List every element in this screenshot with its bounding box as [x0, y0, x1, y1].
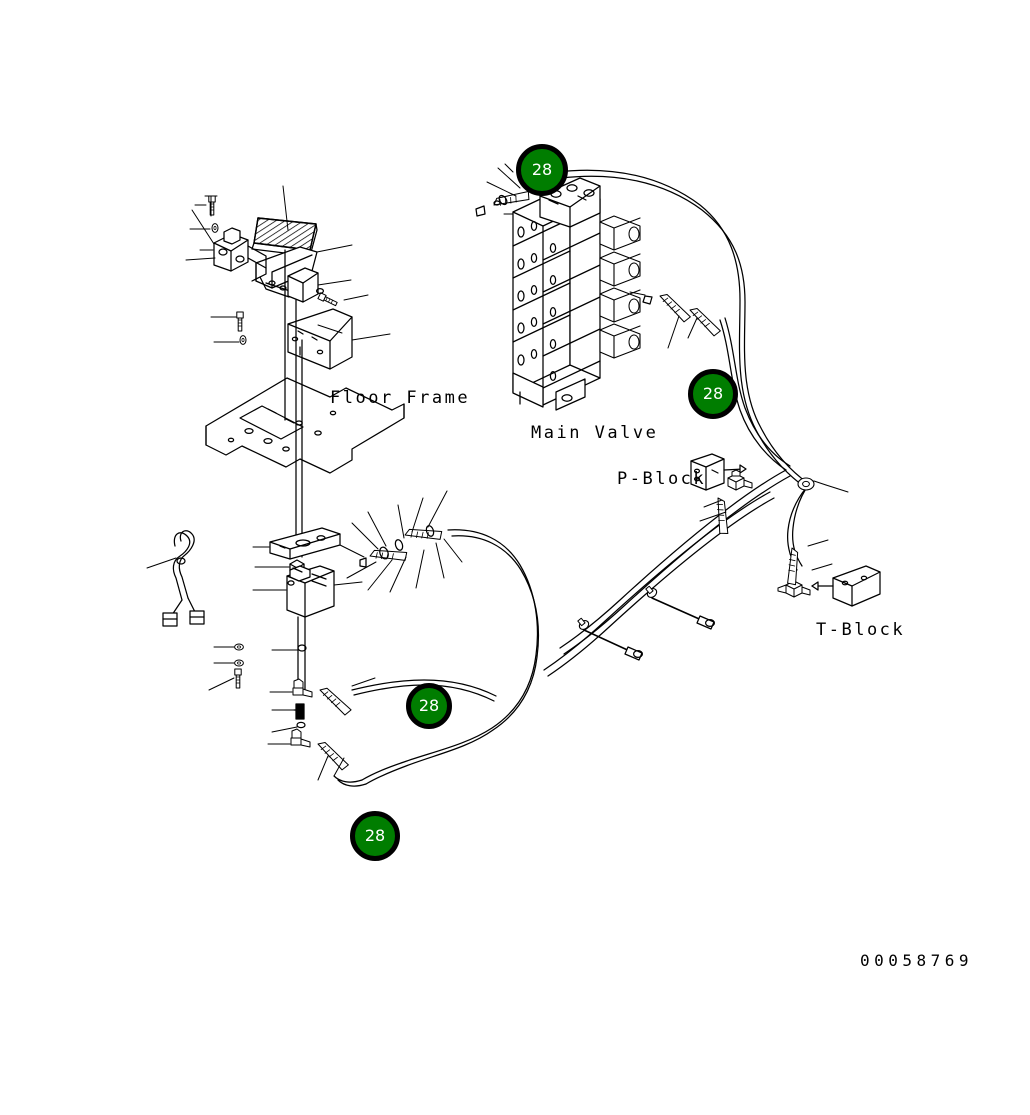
part-number: 00058769 [859, 951, 973, 970]
label-t-block: T-Block [816, 620, 906, 640]
callout-marker-28[interactable]: 28 [406, 683, 452, 729]
label-p-block: P-Block [617, 469, 707, 489]
callout-marker-28[interactable]: 28 [688, 369, 738, 419]
callout-marker-28[interactable]: 28 [350, 811, 400, 861]
label-main-valve: Main Valve [531, 423, 659, 443]
callout-marker-28[interactable]: 28 [516, 144, 568, 196]
label-floor-frame: Floor Frame [330, 388, 471, 408]
